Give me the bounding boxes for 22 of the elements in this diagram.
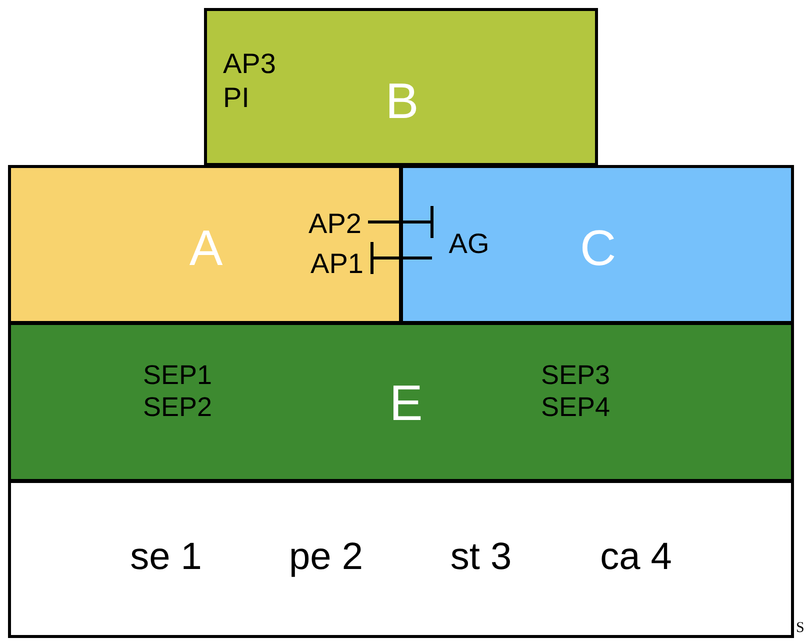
class-letter: B xyxy=(384,72,420,131)
whorl-label: st 3 xyxy=(449,535,513,580)
inhibition-connector xyxy=(368,204,434,240)
gene-label: AP2 xyxy=(308,207,362,241)
whorl-label: pe 2 xyxy=(288,535,364,580)
whorl-box xyxy=(8,480,794,638)
gene-class-box xyxy=(204,8,598,166)
gene-class-box xyxy=(400,165,794,324)
class-letter: A xyxy=(188,219,224,278)
gene-label: AG xyxy=(448,227,490,261)
gene-label: SEP1 SEP2 xyxy=(143,359,214,424)
gene-label: SEP3 SEP4 xyxy=(541,359,612,424)
class-letter: C xyxy=(578,219,618,278)
note-text: S xyxy=(796,619,804,637)
gene-label: AP1 xyxy=(310,247,364,281)
whorl-label: se 1 xyxy=(129,535,203,580)
whorl-label: ca 4 xyxy=(599,535,673,580)
gene-class-box xyxy=(8,322,794,482)
inhibition-connector xyxy=(370,240,432,276)
gene-class-box xyxy=(8,165,402,324)
gene-label: AP3 PI xyxy=(223,47,277,114)
class-letter: E xyxy=(388,374,424,433)
